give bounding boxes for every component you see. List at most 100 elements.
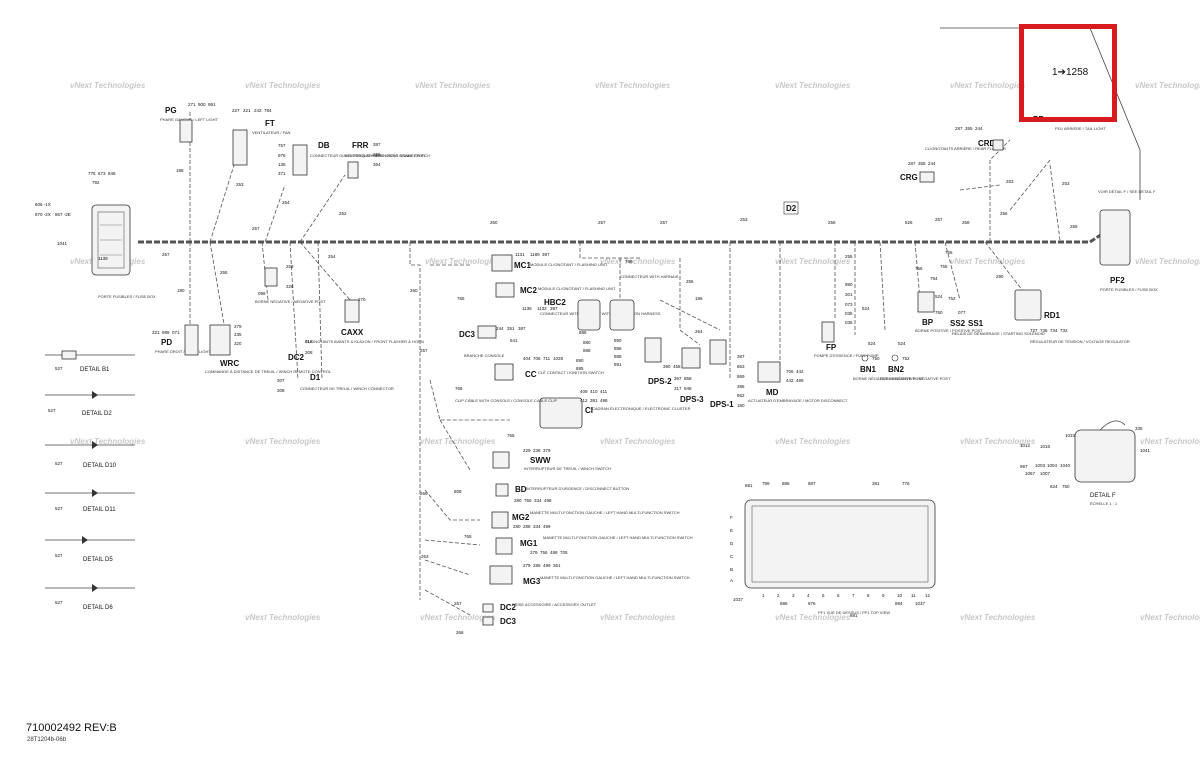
svg-text:1007: 1007 [1040, 471, 1051, 476]
drawing-reference: 28T1204b-06b [27, 737, 67, 743]
svg-text:673: 673 [98, 171, 106, 176]
svg-text:DETAIL D11: DETAIL D11 [83, 507, 116, 513]
svg-text:253: 253 [1006, 179, 1014, 184]
svg-text:FEU ARRIÈRE / TAIL LIGHT: FEU ARRIÈRE / TAIL LIGHT [1055, 126, 1106, 131]
svg-text:361: 361 [553, 563, 561, 568]
svg-text:750: 750 [1062, 484, 1070, 489]
svg-text:499: 499 [543, 524, 551, 529]
svg-text:918: 918 [305, 339, 313, 344]
svg-text:1037: 1037 [915, 601, 926, 606]
svg-text:258: 258 [962, 220, 970, 225]
svg-text:606 -1X: 606 -1X [35, 202, 51, 207]
svg-text:991: 991 [208, 102, 216, 107]
watermark: vNext Technologies [415, 81, 491, 90]
svg-text:900: 900 [198, 102, 206, 107]
svg-text:286: 286 [533, 563, 541, 568]
svg-text:846: 846 [108, 171, 116, 176]
svg-text:750: 750 [872, 356, 880, 361]
svg-text:997: 997 [1020, 464, 1028, 469]
connector-d2: D2 [786, 204, 797, 213]
svg-text:498: 498 [550, 550, 558, 555]
svg-text:279: 279 [523, 563, 531, 568]
svg-text:4: 4 [807, 593, 810, 598]
svg-text:267: 267 [454, 601, 462, 606]
svg-text:POMPE D'ESSENCE / FUEL PUMP: POMPE D'ESSENCE / FUEL PUMP [814, 353, 879, 358]
detail-d10: 527 DETAIL D10 [45, 441, 135, 469]
svg-text:255: 255 [220, 270, 228, 275]
svg-text:624: 624 [1050, 484, 1058, 489]
svg-text:257: 257 [420, 348, 428, 353]
connector-rd1: RD1 [1044, 311, 1061, 320]
svg-text:317: 317 [674, 386, 682, 391]
svg-text:411: 411 [600, 389, 608, 394]
svg-text:765: 765 [457, 296, 465, 301]
detail-d2: 527 DETAIL D2 [45, 391, 135, 417]
svg-text:881: 881 [850, 613, 858, 618]
svg-text:711: 711 [543, 356, 551, 361]
branch-dps2 [659, 299, 721, 331]
svg-text:180: 180 [737, 403, 745, 408]
svg-text:1003: 1003 [1035, 463, 1046, 468]
svg-text:527: 527 [55, 600, 63, 605]
svg-text:775: 775 [88, 171, 96, 176]
svg-text:1067: 1067 [1025, 471, 1036, 476]
branch-ss [944, 241, 961, 301]
svg-text:334: 334 [533, 524, 541, 529]
connector-pf2: PF2 [1110, 276, 1125, 285]
svg-text:756: 756 [540, 550, 548, 555]
svg-text:10: 10 [897, 593, 903, 598]
watermark: vNext Technologies [960, 613, 1036, 622]
svg-text:264: 264 [282, 200, 290, 205]
watermark: vNext Technologies [775, 613, 851, 622]
svg-text:784: 784 [264, 108, 272, 113]
svg-text:404: 404 [523, 356, 531, 361]
svg-text:890: 890 [576, 358, 584, 363]
svg-text:266: 266 [456, 630, 464, 635]
watermark: vNext Technologies [1140, 437, 1200, 446]
svg-text:335: 335 [1135, 426, 1143, 431]
svg-text:PHARE GAUCHE / LEFT LIGHT: PHARE GAUCHE / LEFT LIGHT [160, 117, 218, 122]
svg-text:036: 036 [845, 320, 853, 325]
watermark: vNext Technologies [600, 613, 676, 622]
svg-text:PRISE ACCESSOIRE / ACCESSORY O: PRISE ACCESSOIRE / ACCESSORY OUTLET [512, 602, 597, 607]
svg-text:1139: 1139 [98, 256, 108, 261]
svg-text:BORNE POSITIVE / POSITIVE POST: BORNE POSITIVE / POSITIVE POST [915, 328, 983, 333]
svg-text:7: 7 [852, 593, 855, 598]
svg-text:CONNECTEUR WITH HARNAIS: CONNECTEUR WITH HARNAIS [620, 274, 679, 279]
connector-dc3: DC3 [459, 330, 476, 339]
branch-frr [299, 174, 346, 243]
svg-text:DETAIL B1: DETAIL B1 [80, 367, 110, 373]
watermark: vNext Technologies [1135, 257, 1200, 266]
svg-text:264: 264 [695, 329, 703, 334]
wrc-connector-body [209, 324, 231, 356]
svg-text:238: 238 [533, 448, 541, 453]
connector-wrc: WRC [220, 359, 239, 368]
connector-pg: PG [165, 106, 177, 115]
svg-text:DETAIL D2: DETAIL D2 [82, 411, 112, 417]
svg-text:CADRAN ÉLECTRONIQUE / ELECTRON: CADRAN ÉLECTRONIQUE / ELECTRONIC CLUSTER [592, 406, 691, 411]
svg-text:1189: 1189 [530, 252, 540, 257]
svg-text:MANETTE MULTI-FONCTION GAUCHE: MANETTE MULTI-FONCTION GAUCHE / LEFT HAN… [540, 575, 690, 580]
svg-text:VENTILATEUR / FAN: VENTILATEUR / FAN [252, 130, 290, 135]
svg-text:524: 524 [898, 341, 906, 346]
svg-text:INTERRUPTEUR DE TREUIL / WINCH: INTERRUPTEUR DE TREUIL / WINCH SWITCH [524, 466, 611, 471]
branch-caxx [299, 241, 351, 301]
svg-text:253: 253 [1062, 181, 1070, 186]
svg-text:524: 524 [868, 341, 876, 346]
connector-bd: BD [515, 485, 527, 494]
branch-mg3 [424, 559, 471, 576]
svg-text:253: 253 [286, 264, 294, 269]
svg-text:766: 766 [915, 266, 923, 271]
svg-text:ÉCHELLE 1 : 1: ÉCHELLE 1 : 1 [1090, 501, 1118, 506]
svg-text:255: 255 [845, 254, 853, 259]
detail-column: 527 DETAIL B1 527 DETAIL D2 527 DETAIL D… [45, 350, 135, 611]
branch-mg1 [424, 539, 481, 546]
svg-text:750: 750 [935, 310, 943, 315]
connector-ss2: SS2 [950, 319, 966, 328]
svg-text:VOIR DÉTAIL F / SEE DETAIL F: VOIR DÉTAIL F / SEE DETAIL F [1098, 189, 1156, 194]
svg-text:BRANCHE CONSOLE: BRANCHE CONSOLE [464, 353, 505, 358]
svg-text:073: 073 [845, 302, 853, 307]
highlight-label: 1➔1258 [1052, 67, 1089, 78]
